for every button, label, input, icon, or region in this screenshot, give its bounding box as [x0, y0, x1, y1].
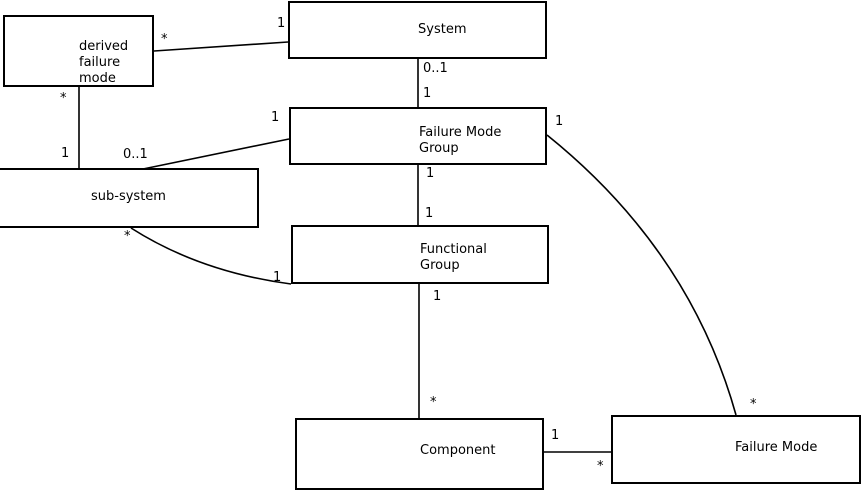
entity-functional-group: Functional Group — [291, 225, 549, 284]
edge-failure-mode-group-sub-system — [142, 138, 290, 170]
entity-label-line: failure — [79, 55, 121, 70]
multiplicity-component-fm-one: 1 — [551, 428, 560, 443]
multiplicity-system-fmg-one: 1 — [423, 86, 432, 101]
entity-label-line: mode — [79, 71, 116, 86]
edge-derived-failure-mode-system — [153, 41, 289, 52]
edge-failure-mode-group-failure-mode — [546, 134, 737, 416]
entity-system: System — [288, 1, 547, 59]
entity-label-line: Functional — [420, 242, 487, 257]
entity-label: sub-system — [91, 189, 166, 204]
entity-label: Failure Mode — [735, 440, 818, 455]
entity-sub-system: sub-system — [0, 168, 259, 228]
entity-label-line: Group — [419, 141, 459, 156]
multiplicity-dfm-system-star: * — [161, 32, 168, 47]
entity-failure-mode: Failure Mode — [611, 415, 861, 484]
multiplicity-dfm-system-one: 1 — [277, 16, 286, 31]
edge-sub-system-functional-group — [130, 227, 292, 285]
multiplicity-fmg-subsystem-one: 1 — [271, 110, 280, 125]
entity-label: Functional Group — [420, 242, 487, 274]
entity-component: Component — [295, 418, 544, 490]
multiplicity-fmg-fg-one-top: 1 — [426, 166, 435, 181]
multiplicity-fmg-subsystem-zeroone: 0..1 — [123, 147, 148, 162]
multiplicity-fmg-fm-star: * — [750, 397, 757, 412]
multiplicity-fg-component-one: 1 — [433, 289, 442, 304]
entity-label: Component — [420, 443, 496, 458]
multiplicity-fg-component-star: * — [430, 395, 437, 410]
multiplicity-system-fmg-zeroone: 0..1 — [423, 61, 448, 76]
entity-label: System — [418, 22, 467, 37]
multiplicity-fmg-fm-one: 1 — [555, 114, 564, 129]
multiplicity-fmg-fg-one-bottom: 1 — [425, 206, 434, 221]
entity-derived-failure-mode: derived failure mode — [3, 15, 154, 87]
multiplicity-dfm-subsystem-star: * — [60, 91, 67, 106]
entity-failure-mode-group: Failure Mode Group — [289, 107, 547, 165]
multiplicity-dfm-subsystem-one: 1 — [61, 146, 70, 161]
multiplicity-subsystem-fg-star: * — [124, 229, 131, 244]
entity-label-line: Failure Mode — [419, 125, 502, 140]
entity-label-line: derived — [79, 39, 129, 54]
entity-label-line: Group — [420, 258, 460, 273]
entity-label: derived failure mode — [79, 39, 128, 87]
multiplicity-subsystem-fg-one: 1 — [273, 270, 282, 285]
multiplicity-component-fm-star: * — [597, 459, 604, 474]
entity-label: Failure Mode Group — [419, 125, 501, 157]
